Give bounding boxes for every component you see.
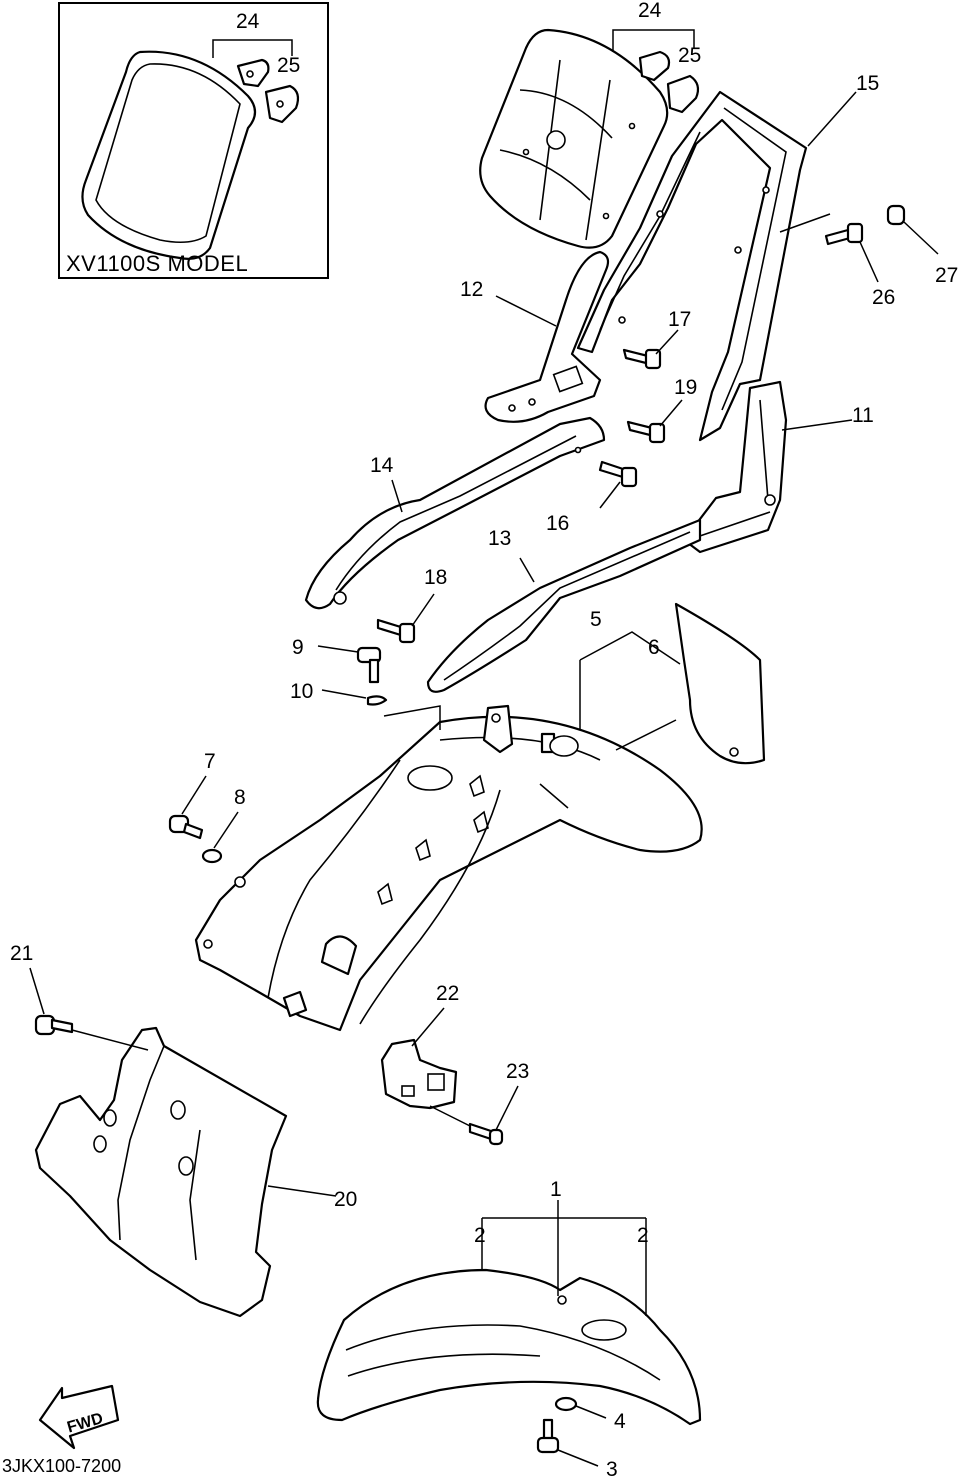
callout-24-inset: 24 [236, 10, 260, 33]
callout-7: 7 [204, 750, 216, 773]
callout-23: 23 [506, 1060, 529, 1083]
callout-20: 20 [334, 1188, 357, 1211]
callout-19: 19 [674, 376, 697, 399]
callout-22: 22 [436, 982, 459, 1005]
callout-5: 5 [590, 608, 602, 631]
part-6-flap: 5 6 [579, 602, 766, 765]
bolts-fender: 9 10 7 8 [168, 636, 388, 864]
front-fender: 1 2 2 4 3 [316, 1178, 702, 1476]
backrest-pad: 24 25 [479, 0, 701, 249]
callout-18: 18 [424, 566, 447, 589]
callout-12: 12 [460, 278, 483, 301]
callout-25: 25 [678, 44, 701, 67]
part-20-side-panel: 20 [34, 1026, 357, 1318]
inset-xv1100s: 24 25 XV1100S MODEL [58, 2, 329, 279]
callout-15: 15 [856, 72, 879, 95]
callout-6: 6 [648, 636, 660, 659]
bolt-21: 21 [10, 942, 149, 1051]
callout-14: 14 [370, 454, 394, 477]
callout-8: 8 [234, 786, 246, 809]
callout-17: 17 [668, 308, 691, 331]
callout-24: 24 [638, 0, 662, 22]
callout-26: 26 [872, 286, 895, 309]
part-12-plate: 12 [460, 250, 610, 423]
callout-16: 16 [546, 512, 569, 535]
callout-2-left: 2 [474, 1224, 486, 1247]
fwd-arrow-icon: FWD [38, 1384, 120, 1450]
part-13-grab-rail: 13 [426, 518, 702, 693]
part-22-clamp: 22 23 [380, 982, 529, 1146]
callout-9: 9 [292, 636, 304, 659]
part-11-bracket: 11 [682, 380, 874, 554]
callout-21: 21 [10, 942, 33, 965]
inset-title: XV1100S MODEL [66, 251, 248, 276]
callout-3: 3 [606, 1458, 618, 1476]
callout-13: 13 [488, 527, 511, 550]
callout-11: 11 [852, 404, 874, 427]
bolts-upper: 17 19 16 18 26 27 [376, 204, 958, 644]
callout-10: 10 [290, 680, 313, 703]
callout-4: 4 [614, 1410, 626, 1433]
callout-27: 27 [935, 264, 958, 287]
part-15-backrest-frame: 15 [576, 72, 879, 442]
rear-fender [194, 704, 703, 1032]
drawing-code: 3JKX100-7200 [2, 1456, 121, 1476]
callout-25-inset: 25 [277, 54, 300, 77]
callout-2-right: 2 [637, 1224, 649, 1247]
part-14-grab-rail: 14 [304, 416, 606, 610]
callout-1: 1 [550, 1178, 562, 1201]
